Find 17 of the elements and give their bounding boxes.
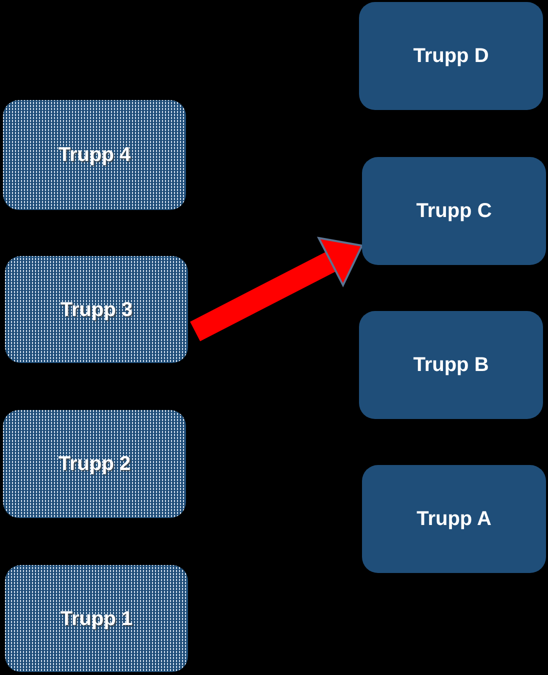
team-box [359,2,543,110]
team-label: Trupp C [416,199,492,223]
team-label: Trupp A [416,507,492,531]
block-arrow [190,237,364,342]
team-box [5,256,188,363]
team-label: Trupp 4 [58,143,131,167]
team-label: Trupp 3 [60,298,133,322]
team-box [362,157,546,265]
team-label: Trupp D [413,44,489,68]
team-box [5,565,188,672]
team-label: Trupp B [413,353,489,377]
team-box [3,410,186,518]
team-box [3,100,186,210]
team-box [362,465,546,573]
team-box [359,311,543,419]
team-label: Trupp 2 [58,452,131,476]
team-label: Trupp 1 [60,606,133,630]
